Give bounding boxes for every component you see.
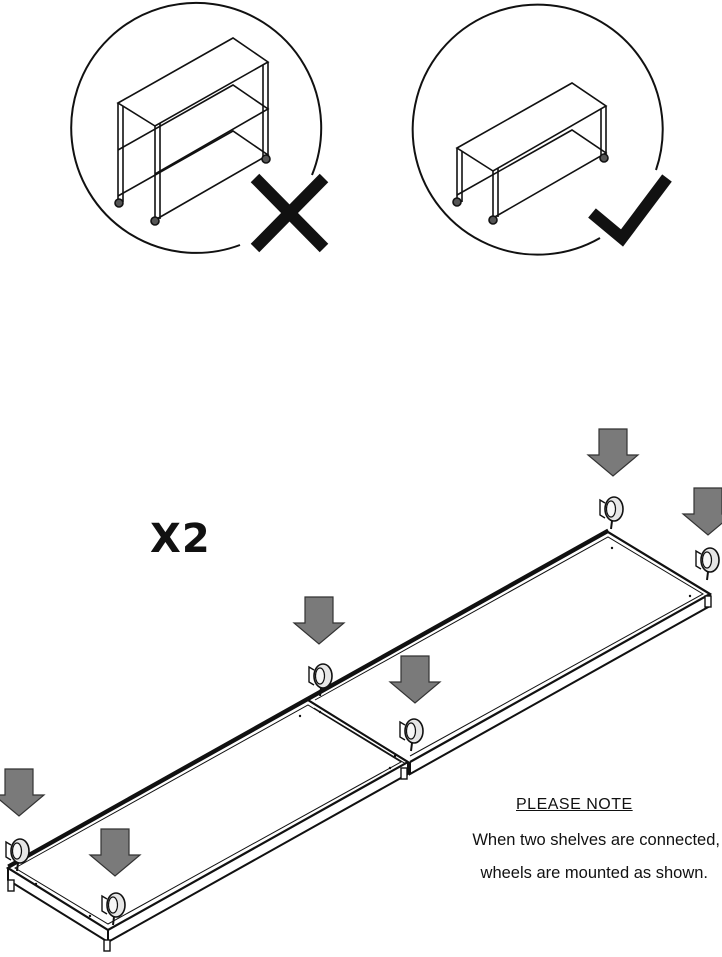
down-arrow-icon <box>682 487 722 536</box>
note-line-2: wheels are mounted as shown. <box>480 864 708 882</box>
right-configuration <box>411 3 672 256</box>
down-arrow-icon <box>587 428 639 477</box>
tall-shelf-illustration <box>114 37 271 226</box>
down-arrow-icon <box>293 596 345 645</box>
caster-wheel-icon <box>695 547 720 581</box>
low-shelf-illustration <box>452 82 609 225</box>
note-title: PLEASE NOTE <box>516 796 633 813</box>
cross-mark-icon <box>250 173 329 253</box>
note-line-1: When two shelves are connected, <box>472 831 720 849</box>
quantity-multiplier: X2 <box>150 516 211 562</box>
check-mark-icon <box>588 174 672 247</box>
caster-wheel-icon <box>599 496 624 530</box>
connected-shelves <box>5 528 713 952</box>
wrong-configuration <box>70 1 329 254</box>
